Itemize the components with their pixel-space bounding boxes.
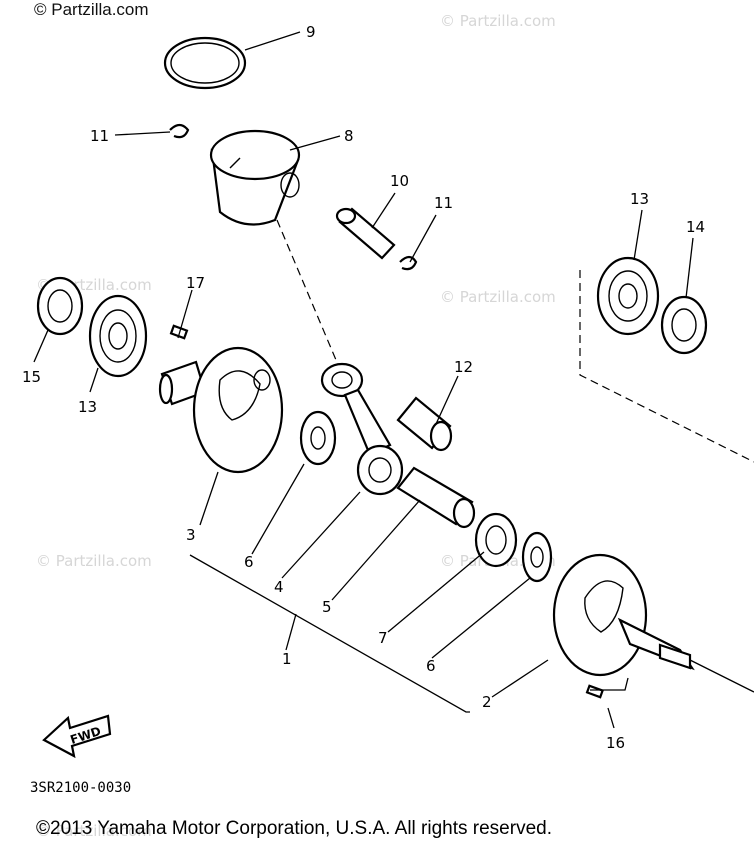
connecting-rod	[320, 362, 404, 496]
callout-6: 6	[426, 657, 436, 675]
bearing-right	[596, 256, 660, 336]
callout-13: 13	[78, 398, 97, 416]
watermark: © Partzilla.com	[36, 822, 152, 840]
callout-11: 11	[434, 194, 453, 212]
alignment-line-right	[579, 270, 754, 463]
callout-15: 15	[22, 368, 41, 386]
watermark: © Partzilla.com	[36, 552, 152, 570]
circlip-left	[169, 123, 190, 139]
crank-key-right	[585, 684, 605, 699]
bearing-left	[88, 294, 148, 378]
fwd-arrow-icon: FWD	[42, 714, 112, 759]
assembly-bracket	[189, 554, 470, 713]
leader-lines	[33, 31, 694, 729]
callout-1: 1	[282, 650, 292, 668]
piston-pin	[335, 207, 396, 260]
small-end-bearing	[396, 396, 453, 452]
callout-5: 5	[322, 598, 332, 616]
circlip-right	[399, 255, 418, 271]
thrust-washer-right	[521, 531, 553, 583]
callout-10: 10	[390, 172, 409, 190]
callout-4: 4	[274, 578, 284, 596]
watermark-top: © Partzilla.com	[34, 0, 149, 19]
crank-pin	[396, 466, 476, 529]
callout-8: 8	[344, 127, 354, 145]
alignment-line	[276, 219, 337, 361]
callout-11: 11	[90, 127, 109, 145]
watermark: © Partzilla.com	[440, 288, 556, 306]
callout-9: 9	[306, 23, 316, 41]
watermark: © Partzilla.com	[440, 12, 556, 30]
copyright-footer: ©2013 Yamaha Motor Corporation, U.S.A. A…	[36, 818, 552, 839]
big-end-bearing	[474, 512, 518, 568]
callout-13: 13	[630, 190, 649, 208]
piston-ring	[163, 36, 247, 90]
callout-7: 7	[378, 629, 388, 647]
callout-14: 14	[686, 218, 705, 236]
crank-right	[552, 553, 754, 693]
oil-seal-right	[660, 295, 708, 355]
piston	[209, 129, 301, 226]
thrust-washer-left	[299, 410, 337, 466]
crank-left	[158, 346, 284, 474]
oil-seal-left	[36, 276, 84, 336]
callout-2: 2	[482, 693, 492, 711]
callout-6: 6	[244, 553, 254, 571]
diagram-code: 3SR2100-0030	[30, 780, 131, 796]
callout-12: 12	[454, 358, 473, 376]
callout-3: 3	[186, 526, 196, 544]
callout-17: 17	[186, 274, 205, 292]
callout-16: 16	[606, 734, 625, 752]
